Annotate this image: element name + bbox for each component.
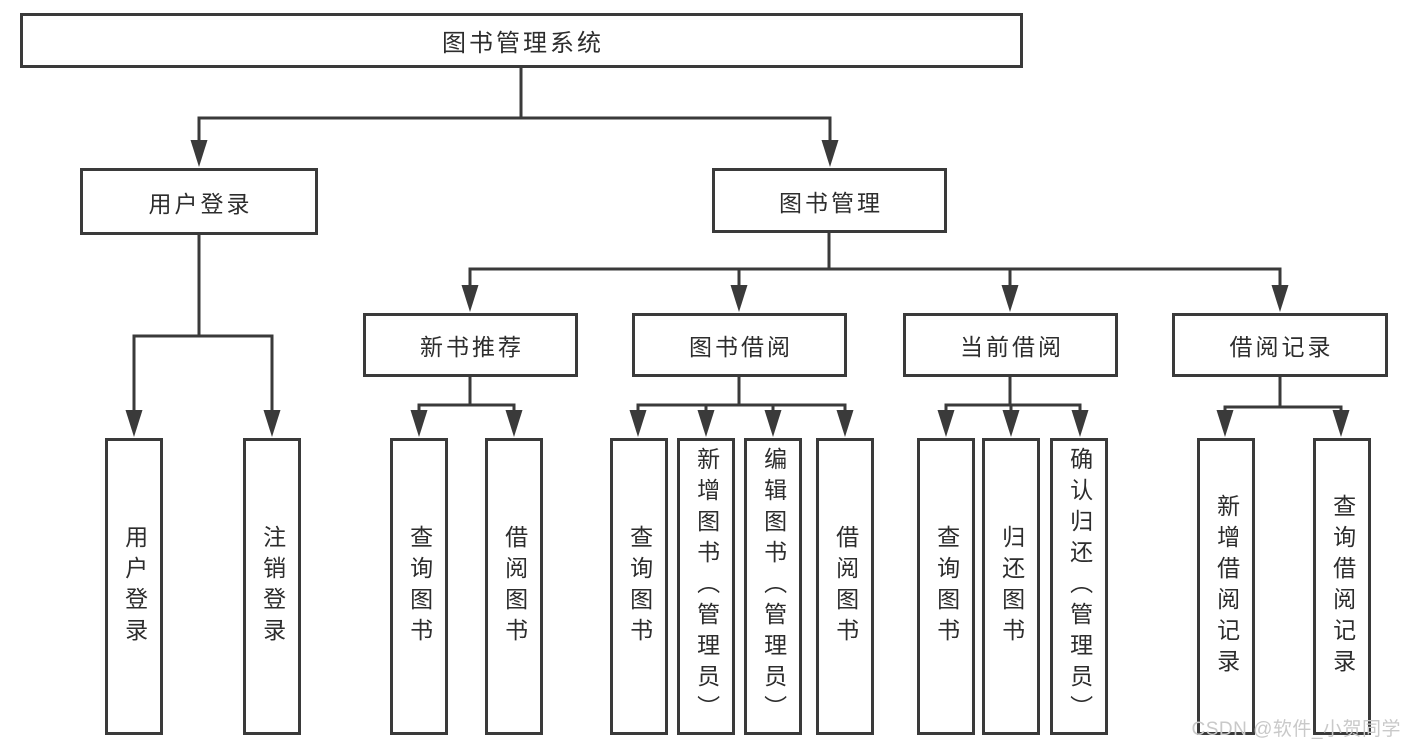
node-leaf-return-book: 归还图书 [982, 438, 1040, 735]
node-book-management: 图书管理 [712, 168, 947, 233]
node-leaf-query-books-1: 查询图书 [390, 438, 448, 735]
node-borrowing-records: 借阅记录 [1172, 313, 1388, 377]
csdn-watermark: CSDN @软件_小贺同学 [1191, 719, 1401, 740]
node-borrowing-records-label: 借阅记录 [1229, 334, 1334, 360]
node-leaf-query-books-2: 查询图书 [610, 438, 668, 735]
node-book-borrowing: 图书借阅 [632, 313, 847, 377]
node-book-management-label: 图书管理 [779, 189, 883, 216]
node-current-borrowing-label: 当前借阅 [960, 334, 1064, 360]
node-leaf-user-login: 用户登录 [105, 438, 163, 735]
node-leaf-borrow-books-1: 借阅图书 [485, 438, 543, 735]
node-leaf-query-borrow-record: 查询借阅记录 [1313, 438, 1371, 735]
node-new-book-recommend-label: 新书推荐 [420, 334, 524, 360]
node-leaf-add-borrow-record: 新增借阅记录 [1197, 438, 1255, 735]
node-root-system-label: 图书管理系统 [442, 30, 604, 57]
node-new-book-recommend: 新书推荐 [363, 313, 578, 377]
node-leaf-query-books-3: 查询图书 [917, 438, 975, 735]
node-user-login-label: 用户登录 [148, 190, 253, 217]
node-leaf-logout: 注销登录 [243, 438, 301, 735]
node-leaf-borrow-books-2: 借阅图书 [816, 438, 874, 735]
node-user-login: 用户登录 [80, 168, 318, 235]
node-leaf-add-book-admin: 新增图书（管理员） [677, 438, 735, 735]
node-root-system: 图书管理系统 [20, 13, 1023, 68]
node-book-borrowing-label: 图书借阅 [689, 334, 793, 360]
node-leaf-confirm-return-admin: 确认归还（管理员） [1050, 438, 1108, 735]
node-current-borrowing: 当前借阅 [903, 313, 1118, 377]
node-leaf-edit-book-admin: 编辑图书（管理员） [744, 438, 802, 735]
